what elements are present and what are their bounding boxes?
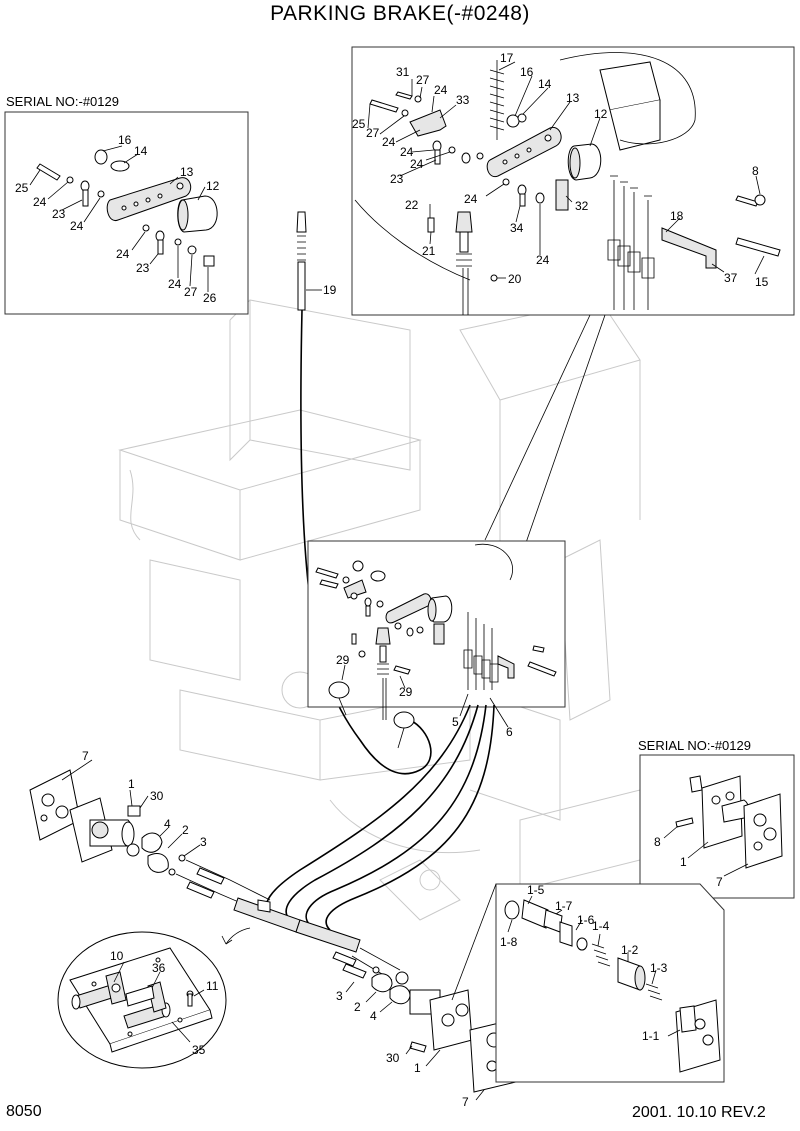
callout-23-ul-a: 23 bbox=[52, 207, 66, 221]
callout-14-ur: 14 bbox=[538, 77, 552, 91]
inset-right-exploded: 1-5 1-7 1-6 1-8 1-4 1-2 1-3 1-1 bbox=[451, 883, 725, 1083]
callout-34-ur: 34 bbox=[510, 221, 524, 235]
page-number: 8050 bbox=[6, 1103, 42, 1120]
callout-11: 11 bbox=[206, 979, 219, 993]
callout-1-2: 1-2 bbox=[621, 943, 639, 957]
callout-1-right: 1 bbox=[680, 855, 687, 869]
callout-30-bot: 30 bbox=[386, 1051, 400, 1065]
callout-24-ur-a: 24 bbox=[434, 83, 448, 97]
page-title: PARKING BRAKE(-#0248) bbox=[270, 2, 530, 25]
callout-2-bot: 2 bbox=[354, 1000, 361, 1014]
serial-note-left: SERIAL NO:-#0129 bbox=[6, 94, 119, 109]
callout-3-bot: 3 bbox=[336, 989, 343, 1003]
callout-6: 6 bbox=[506, 725, 513, 739]
callout-24-ur-b: 24 bbox=[382, 135, 396, 149]
callout-37-ur: 37 bbox=[724, 271, 738, 285]
callout-8-ur: 8 bbox=[752, 164, 759, 178]
callout-24-ul-a: 24 bbox=[33, 195, 47, 209]
callout-18-ur: 18 bbox=[670, 209, 684, 223]
callout-27-ur-b: 27 bbox=[366, 126, 380, 140]
callout-8-right: 8 bbox=[654, 835, 661, 849]
inset-upper-right: 31 27 24 33 17 16 14 13 12 25 27 24 24 2… bbox=[351, 46, 795, 561]
callout-31-ur: 31 bbox=[396, 65, 410, 79]
inset-middle: 29 29 5 6 bbox=[307, 540, 566, 749]
callout-32-ur: 32 bbox=[575, 199, 589, 213]
callout-26-ul: 26 bbox=[203, 291, 217, 305]
callout-1-1: 1-1 bbox=[642, 1029, 660, 1043]
callout-16-ul: 16 bbox=[118, 133, 132, 147]
callout-25-ur: 25 bbox=[352, 117, 366, 131]
callout-24-ur-e: 24 bbox=[464, 192, 478, 206]
callout-24-ul-b: 24 bbox=[70, 219, 84, 233]
callout-35: 35 bbox=[192, 1043, 206, 1057]
lower-left-assembly: 7 1 30 4 2 3 bbox=[29, 749, 301, 933]
callout-1-7: 1-7 bbox=[555, 899, 573, 913]
callout-24-ur-d: 24 bbox=[410, 157, 424, 171]
callout-1-8: 1-8 bbox=[500, 935, 518, 949]
callout-1-6: 1-6 bbox=[577, 913, 595, 927]
callout-14-ul: 14 bbox=[134, 144, 148, 158]
callout-1-4: 1-4 bbox=[592, 919, 610, 933]
callout-1-3: 1-3 bbox=[650, 961, 668, 975]
callout-21-ur: 21 bbox=[422, 244, 436, 258]
callout-15-ur: 15 bbox=[755, 275, 769, 289]
callout-13-ul: 13 bbox=[180, 165, 194, 179]
callout-24-ul-c: 24 bbox=[116, 247, 130, 261]
callout-10: 10 bbox=[110, 949, 124, 963]
callout-22-ur: 22 bbox=[405, 198, 419, 212]
callout-17-ur: 17 bbox=[500, 51, 514, 65]
callout-27-ul: 27 bbox=[184, 285, 198, 299]
callout-30-top: 30 bbox=[150, 789, 164, 803]
callout-3-top: 3 bbox=[200, 835, 207, 849]
callout-4-top: 4 bbox=[164, 817, 171, 831]
callout-5: 5 bbox=[452, 715, 459, 729]
revision-date: 2001. 10.10 REV.2 bbox=[632, 1104, 766, 1121]
serial-note-right: SERIAL NO:-#0129 bbox=[638, 738, 751, 753]
callout-4-bot: 4 bbox=[370, 1009, 377, 1023]
callout-7-top: 7 bbox=[82, 749, 89, 763]
inset-right-small: 8 1 7 bbox=[639, 754, 795, 899]
callout-19: 19 bbox=[323, 283, 337, 297]
callout-27-ur-a: 27 bbox=[416, 73, 430, 87]
callout-36: 36 bbox=[152, 961, 166, 975]
callout-24-ur-c: 24 bbox=[400, 145, 414, 159]
callout-1-5: 1-5 bbox=[527, 883, 545, 897]
callout-20-ur: 20 bbox=[508, 272, 522, 286]
callout-1-top: 1 bbox=[128, 777, 135, 791]
callout-23-ul-b: 23 bbox=[136, 261, 150, 275]
callout-7-bot: 7 bbox=[462, 1095, 469, 1109]
callout-12-ul: 12 bbox=[206, 179, 220, 193]
callout-29-b: 29 bbox=[399, 685, 413, 699]
lower-assembly: 3 2 4 30 1 7 bbox=[221, 919, 525, 1109]
callout-24-ur-f: 24 bbox=[536, 253, 550, 267]
callout-23-ur: 23 bbox=[390, 172, 404, 186]
callout-29-a: 29 bbox=[336, 653, 350, 667]
callout-25-ul: 25 bbox=[15, 181, 29, 195]
callout-12-ur: 12 bbox=[594, 107, 608, 121]
callout-2-top: 2 bbox=[182, 823, 189, 837]
main-cables bbox=[265, 704, 495, 931]
callout-16-ur: 16 bbox=[520, 65, 534, 79]
callout-7-right: 7 bbox=[716, 875, 723, 889]
callout-33-ur: 33 bbox=[456, 93, 470, 107]
detail-circle: 10 36 11 35 bbox=[57, 931, 227, 1069]
callout-1-bot: 1 bbox=[414, 1061, 421, 1075]
callout-24-ul-d: 24 bbox=[168, 277, 182, 291]
callout-13-ur: 13 bbox=[566, 91, 580, 105]
inset-upper-left: 16 14 13 12 25 24 23 24 24 23 24 27 26 bbox=[4, 111, 249, 315]
